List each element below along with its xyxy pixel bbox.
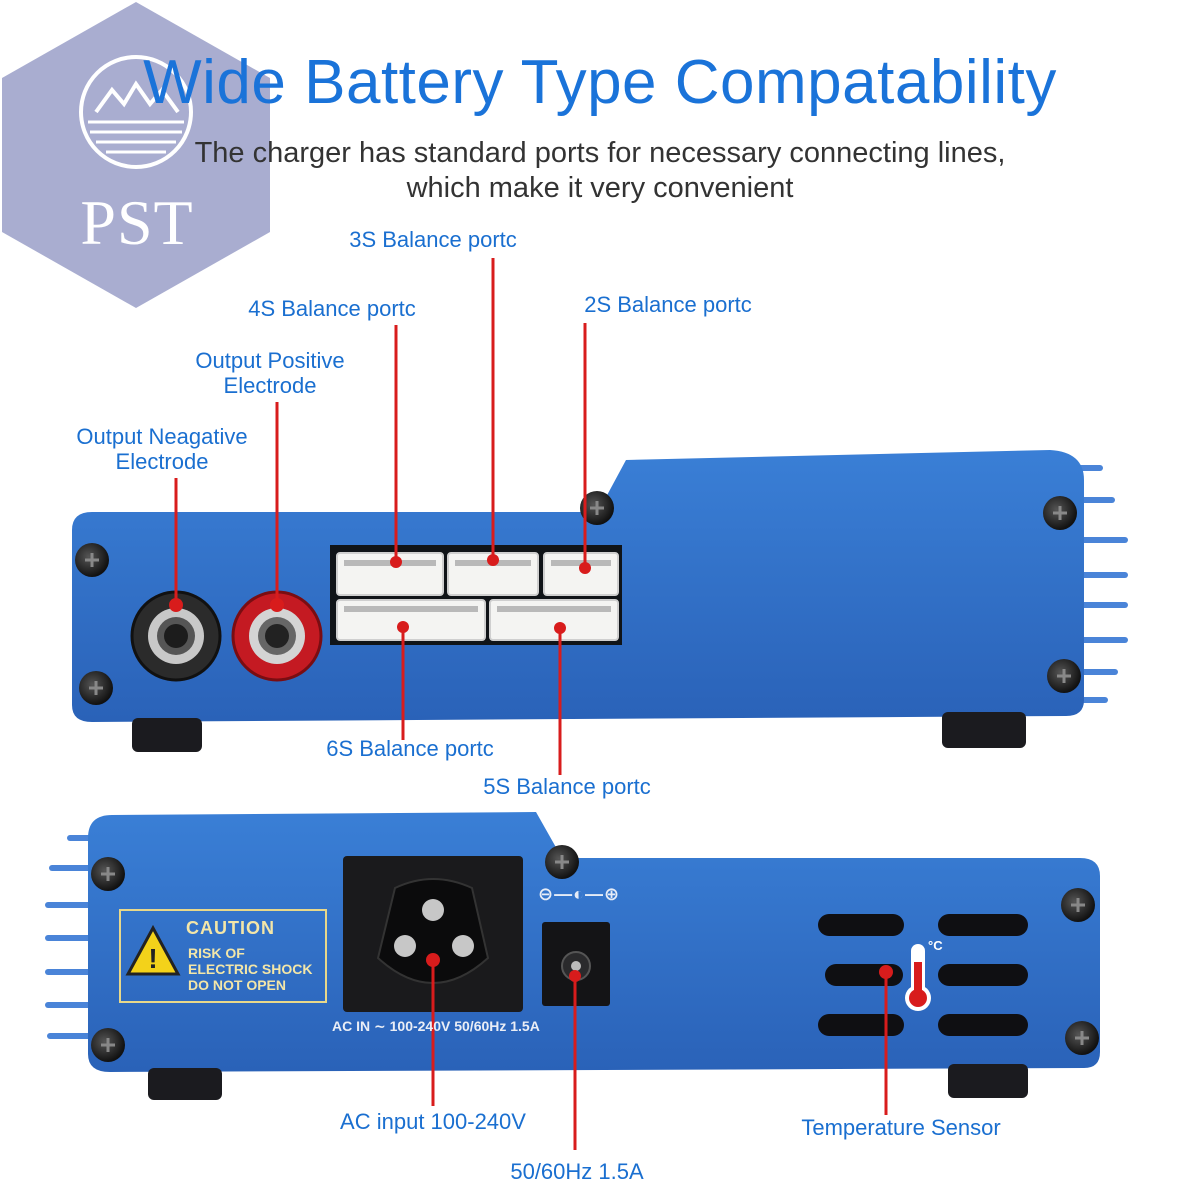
- callout-3s-balance: 3S Balance portc: [349, 227, 517, 252]
- callout-output-positive: Output Positive Electrode: [170, 348, 370, 398]
- front-foot-right: [942, 712, 1026, 748]
- rear-foot-left: [148, 1068, 222, 1100]
- subtitle-line-1: The charger has standard ports for neces…: [194, 137, 1006, 169]
- page-title: Wide Battery Type Compatability: [143, 48, 1057, 117]
- caution-line-3: DO NOT OPEN: [188, 977, 287, 993]
- callout-ac-input: AC input 100-240V: [340, 1109, 526, 1134]
- caution-line-1: RISK OF: [188, 945, 245, 961]
- ac-socket: [376, 878, 490, 984]
- front-screws: [75, 491, 1081, 705]
- thermometer-icon: [905, 944, 931, 1011]
- positive-terminal: [231, 590, 323, 682]
- output-negative-line-2: Electrode: [115, 449, 209, 474]
- callout-frequency: 50/60Hz 1.5A: [510, 1159, 644, 1184]
- callout-dots: [169, 554, 893, 982]
- page-subtitle: The charger has standard ports for neces…: [0, 136, 1200, 206]
- callout-lines: [174, 258, 888, 1150]
- callout-5s-balance: 5S Balance portc: [483, 774, 651, 799]
- caution-title: CAUTION: [186, 918, 275, 938]
- front-foot-left: [132, 718, 202, 752]
- svg-text:!: !: [148, 943, 157, 974]
- output-positive-line-1: Output Positive: [195, 348, 345, 373]
- caution-line-2: ELECTRIC SHOCK: [188, 961, 313, 977]
- output-positive-line-2: Electrode: [223, 373, 317, 398]
- subtitle-line-2: which make it very convenient: [406, 172, 794, 204]
- callout-temperature-sensor: Temperature Sensor: [801, 1115, 1001, 1140]
- output-negative-line-1: Output Neagative: [76, 424, 248, 449]
- watermark-text: PST: [80, 187, 194, 258]
- dc-polarity-symbol: ⊖—◐—⊕: [538, 884, 621, 904]
- ac-spec-label: AC IN ∼ 100-240V 50/60Hz 1.5A: [332, 1018, 540, 1034]
- caution-label-frame: [119, 909, 327, 1003]
- callout-output-negative: Output Neagative Electrode: [62, 424, 262, 474]
- vent-slots: [818, 914, 1028, 1036]
- warning-icon: [125, 924, 181, 976]
- caution-body: RISK OF ELECTRIC SHOCK DO NOT OPEN: [188, 945, 312, 993]
- callout-6s-balance: 6S Balance portc: [326, 736, 494, 761]
- watermark-logo: [2, 2, 270, 308]
- callout-4s-balance: 4S Balance portc: [248, 296, 416, 321]
- callout-2s-balance: 2S Balance portc: [584, 292, 752, 317]
- rear-foot-right: [948, 1064, 1028, 1098]
- degree-label: °C: [928, 938, 943, 953]
